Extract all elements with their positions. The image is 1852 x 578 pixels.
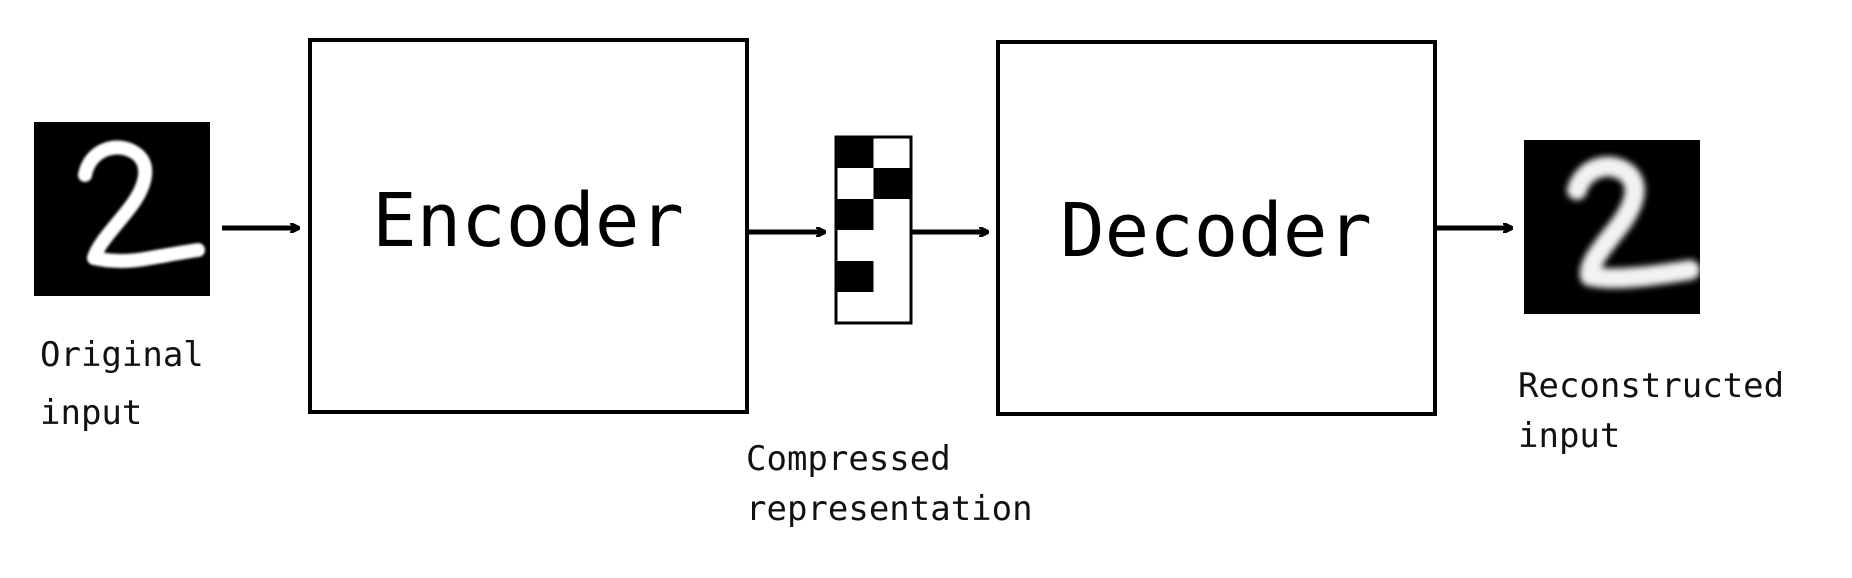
original-input-node: Original input <box>34 122 224 433</box>
code-cell <box>873 230 911 261</box>
code-cell <box>873 292 911 323</box>
original-input-caption-line-2: input <box>40 393 142 433</box>
decoder-label: Decoder <box>1060 188 1372 274</box>
original-input-caption: Original input <box>40 335 224 433</box>
compressed-caption-line-1: Compressed <box>746 439 951 479</box>
code-cell <box>873 261 911 292</box>
handwritten-digit-2-icon <box>78 140 205 268</box>
code-cell <box>836 168 874 199</box>
encoder-label: Encoder <box>372 178 684 264</box>
reconstructed-input-node: Reconstructed input <box>1518 140 1805 456</box>
handwritten-digit-2-icon <box>1567 156 1700 289</box>
reconstructed-caption-line-2: input <box>1518 416 1620 456</box>
code-cell <box>836 292 874 323</box>
code-cell <box>836 199 874 230</box>
original-input-caption-line-1: Original <box>40 335 204 375</box>
compressed-representation-caption: Compressed representation <box>746 439 1033 529</box>
reconstructed-input-caption: Reconstructed input <box>1518 366 1805 456</box>
encoder-node: Encoder <box>308 38 749 414</box>
reconstructed-caption-line-1: Reconstructed <box>1518 366 1784 406</box>
code-cell <box>836 230 874 261</box>
code-cell <box>873 168 911 199</box>
compressed-code-border <box>834 135 913 325</box>
compressed-caption-line-2: representation <box>746 489 1033 529</box>
code-cell <box>836 137 874 168</box>
code-cell <box>873 137 911 168</box>
decoder-node: Decoder <box>996 40 1437 416</box>
encoder-box <box>308 38 749 414</box>
code-cell <box>873 199 911 230</box>
decoder-box <box>996 40 1437 416</box>
compressed-code-grid <box>836 137 911 323</box>
compressed-representation-node: Compressed representation <box>746 135 1033 529</box>
code-cell <box>836 261 874 292</box>
